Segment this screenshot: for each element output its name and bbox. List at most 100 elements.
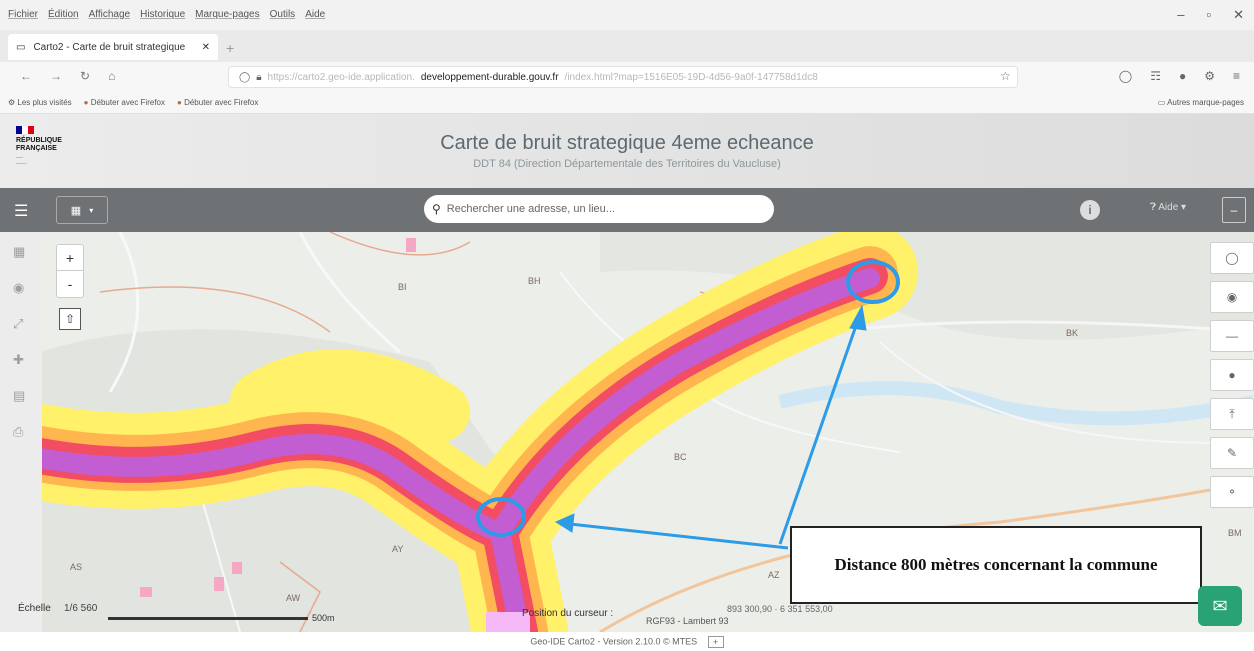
map-label-as: AS	[70, 562, 82, 572]
expand-icon[interactable]: +	[707, 636, 724, 648]
river	[778, 381, 1254, 426]
menu-aide[interactable]: Aide	[305, 9, 326, 20]
menu-hamburger-icon[interactable]: ☰	[14, 203, 29, 220]
reload-icon[interactable]: ↻	[80, 69, 91, 83]
map-container[interactable]: BI BH BK BC AY AS AW AZ BM ▦ ◉ ⤢ ✚ ▤ ⎙ +…	[0, 232, 1254, 632]
help-label: Aide	[1158, 202, 1179, 213]
logo-motto: ─────	[16, 155, 27, 167]
library-icon[interactable]: ☶	[1150, 69, 1161, 83]
browser-tab[interactable]: ▭ Carto2 - Carte de bruit strategique ✕	[8, 34, 218, 60]
url-host: developpement-durable.gouv.fr	[420, 71, 559, 83]
chevron-down-icon: ▾	[89, 205, 94, 215]
bookmark-star-icon[interactable]: ☆	[1000, 69, 1011, 83]
scale-distance: 500m	[312, 613, 335, 623]
image-icon[interactable]: ▤	[13, 388, 26, 403]
maximize-icon[interactable]: ▫	[1206, 7, 1212, 22]
pocket-icon[interactable]: ◯	[1118, 69, 1133, 83]
location-pin-icon[interactable]: ◉	[13, 280, 25, 295]
layers-button[interactable]: ▦ ▾	[56, 196, 108, 224]
annotation-circle-east	[846, 260, 900, 304]
republique-francaise-logo[interactable]: RÉPUBLIQUE FRANÇAISE ─────	[16, 126, 86, 176]
map-label-bh: BH	[528, 276, 541, 286]
chat-icon[interactable]: ✉	[1198, 586, 1242, 626]
logo-line-2: FRANÇAISE	[16, 145, 57, 152]
boundary-line	[329, 232, 471, 256]
menu-marque-pages[interactable]: Marque-pages	[195, 9, 260, 20]
info-icon[interactable]: i	[1080, 200, 1100, 220]
account-icon[interactable]: ●	[1178, 69, 1187, 83]
annotation-arrows	[554, 304, 867, 550]
new-tab-icon[interactable]: +	[226, 40, 235, 56]
browser-navbar: ← → ↻ ⌂ ◯ 🔒︎ https://carto2.geo-ide.appl…	[0, 62, 1254, 92]
globe-icon[interactable]: ◯	[1210, 242, 1254, 274]
flag-icon	[16, 126, 34, 134]
back-icon[interactable]: ←	[20, 69, 32, 83]
upload-icon[interactable]: ⤒	[1210, 398, 1254, 430]
home-icon[interactable]: ⌂	[108, 69, 116, 83]
help-button[interactable]: ❓︎ Aide ▾	[1150, 202, 1186, 213]
link-icon[interactable]: ⚬	[1210, 476, 1254, 508]
menu-outils[interactable]: Outils	[269, 9, 296, 20]
bookmark-firefox-2[interactable]: ● Débuter avec Firefox	[177, 98, 258, 107]
search-box: ⚲	[424, 195, 774, 223]
print-icon[interactable]: ⎙	[13, 424, 24, 439]
url-bar[interactable]: ◯ 🔒︎ https://carto2.geo-ide.application.…	[228, 66, 1018, 88]
projection-selector[interactable]: RGF93 - Lambert 93	[646, 616, 729, 626]
measure-icon[interactable]: ⤢	[13, 316, 24, 331]
minus-icon[interactable]: —	[1210, 320, 1254, 352]
bookmark-most-visited[interactable]: ⚙ Les plus visités	[8, 98, 72, 107]
annotation-circle-west	[476, 497, 526, 537]
info-circle-icon[interactable]: ●	[1210, 359, 1254, 391]
scale-value: 1/6 560	[64, 603, 98, 614]
tab-title: Carto2 - Carte de bruit strategique	[33, 41, 186, 53]
minimize-icon[interactable]: –	[1177, 7, 1185, 22]
tab-close-icon[interactable]: ✕	[201, 41, 210, 53]
map-label-aw: AW	[286, 593, 301, 603]
menu-affichage[interactable]: Affichage	[88, 9, 131, 20]
menu-fichier[interactable]: Fichier	[8, 9, 39, 20]
bookmarks-bar: ⚙ Les plus visités ● Débuter avec Firefo…	[0, 92, 1254, 114]
forward-icon[interactable]: →	[50, 69, 62, 83]
window-controls: – ▫ ✕	[1177, 7, 1244, 23]
catalog-icon[interactable]: ▦	[13, 244, 26, 259]
url-prefix: https://carto2.geo-ide.application.	[267, 71, 415, 83]
close-icon[interactable]: ✕	[1233, 7, 1244, 22]
menu-edition[interactable]: Édition	[48, 9, 79, 20]
menu-list: Fichier Édition Affichage Historique Mar…	[8, 9, 325, 20]
other-bookmarks[interactable]: ▭ Autres marque-pages	[1158, 98, 1244, 107]
north-arrow-icon[interactable]: ⇧	[59, 308, 81, 330]
help-icon: ❓︎	[1150, 202, 1157, 213]
bookmark-label: Débuter avec Firefox	[184, 98, 259, 107]
road	[199, 491, 241, 632]
parcel	[214, 577, 224, 591]
road	[298, 232, 401, 354]
extensions-icon[interactable]: ⚙	[1204, 69, 1215, 83]
main-road	[599, 480, 1254, 632]
other-bookmarks-label: Autres marque-pages	[1167, 98, 1244, 107]
menu-historique[interactable]: Historique	[140, 9, 186, 20]
map-label-bk: BK	[1066, 328, 1078, 338]
parcel	[406, 238, 416, 252]
crosshair-icon[interactable]: ✚	[13, 352, 24, 367]
overflow-menu-icon[interactable]: ≡	[1232, 69, 1240, 83]
chevron-down-icon: ▾	[1181, 202, 1187, 213]
site-header: RÉPUBLIQUE FRANÇAISE ───── Carte de brui…	[0, 114, 1254, 188]
map-label-ay: AY	[392, 544, 403, 554]
parcel	[232, 562, 242, 574]
collapse-panel-button[interactable]: –	[1222, 197, 1246, 223]
nav-buttons: ← → ↻ ⌂	[20, 69, 115, 83]
pencil-icon[interactable]: ✎	[1210, 437, 1254, 469]
map-label-az: AZ	[768, 570, 780, 580]
hill-area	[600, 232, 1254, 340]
zoom-out-button[interactable]: -	[67, 276, 73, 292]
cursor-position-label: Position du curseur :	[522, 608, 614, 619]
map-icon: ▦	[70, 204, 82, 217]
eye-icon[interactable]: ◉	[1210, 281, 1254, 313]
cursor-coordinates: 893 300,90 · 6 351 553,00	[727, 604, 833, 614]
zoom-in-button[interactable]: +	[57, 245, 83, 271]
version-text: Geo-IDE Carto2 - Version 2.10.0 © MTES	[530, 636, 698, 647]
search-input[interactable]	[446, 203, 747, 215]
browser-tabbar: ▭ Carto2 - Carte de bruit strategique ✕ …	[0, 30, 1254, 62]
bookmark-firefox-1[interactable]: ● Débuter avec Firefox	[84, 98, 165, 107]
app-toolbar: ☰ ▦ ▾ ⚲ i ❓︎ Aide ▾ –	[0, 188, 1254, 232]
